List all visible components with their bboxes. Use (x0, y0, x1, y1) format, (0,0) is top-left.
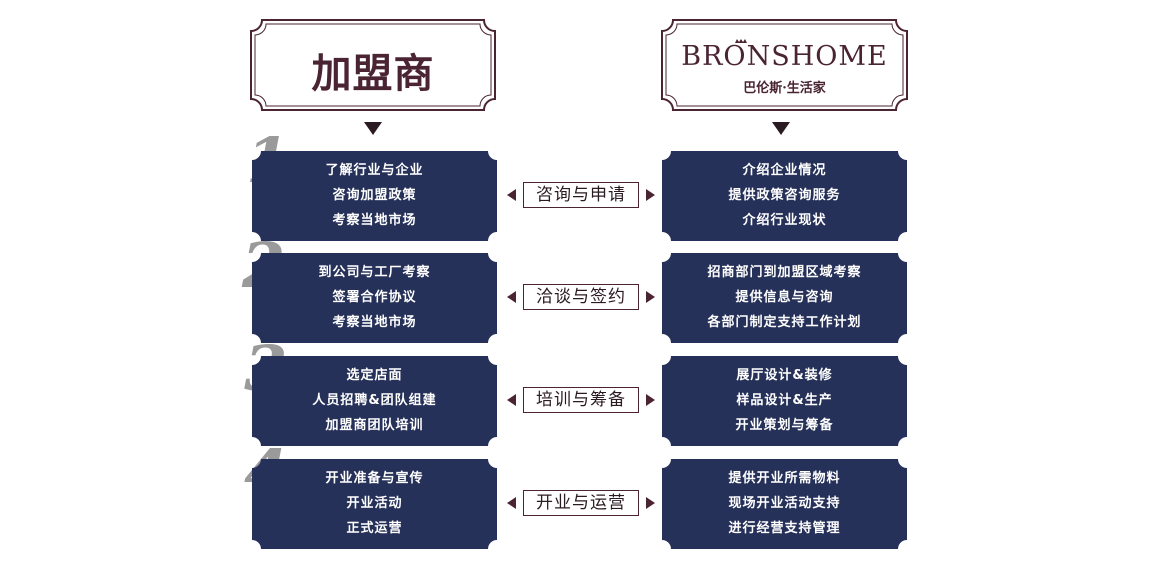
franchisee-steps-box: 开业准备与宣传开业活动正式运营 (252, 459, 497, 549)
stage-label: 洽谈与签约 (507, 284, 655, 310)
brand-header: BRONSHOME 巴伦斯·生活家 (661, 19, 908, 111)
arrow-down-icon (772, 122, 790, 135)
franchisee-steps-box: 到公司与工厂考察签署合作协议考察当地市场 (252, 253, 497, 343)
franchisee-steps-box: 了解行业与企业咨询加盟政策考察当地市场 (252, 151, 497, 241)
arrow-right-icon (646, 394, 655, 406)
brand-support-item: 介绍行业现状 (742, 213, 827, 229)
stage-label: 培训与筹备 (507, 387, 655, 413)
brand-support-item: 样品设计&生产 (736, 392, 833, 408)
brand-support-item: 展厅设计&装修 (736, 367, 833, 383)
header-frame-right (661, 19, 908, 111)
franchisee-step: 开业准备与宣传 (325, 470, 424, 486)
arrow-left-icon (507, 497, 516, 509)
stage-label: 开业与运营 (507, 490, 655, 516)
franchisee-step: 考察当地市场 (332, 213, 417, 229)
arrow-right-icon (646, 291, 655, 303)
arrow-left-icon (507, 189, 516, 201)
brand-support-item: 开业策划与筹备 (735, 418, 834, 434)
franchisee-step: 正式运营 (346, 521, 403, 537)
franchisee-step: 加盟商团队培训 (325, 418, 424, 434)
stage-label: 咨询与申请 (507, 182, 655, 208)
brand-support-box: 介绍企业情况提供政策咨询服务介绍行业现状 (662, 151, 907, 241)
stage-label-text: 培训与筹备 (523, 387, 639, 413)
arrow-right-icon (646, 189, 655, 201)
franchisee-step: 到公司与工厂考察 (318, 264, 431, 280)
brand-logo-text: BRONSHOME (681, 41, 888, 72)
franchisee-step: 了解行业与企业 (325, 162, 424, 178)
brand-support-box: 展厅设计&装修样品设计&生产开业策划与筹备 (662, 356, 907, 446)
brand-support-item: 介绍企业情况 (742, 162, 827, 178)
arrow-down-icon (364, 122, 382, 135)
brand-subtitle: 巴伦斯·生活家 (743, 81, 826, 96)
franchisee-step: 开业活动 (346, 495, 403, 511)
stage-label-text: 洽谈与签约 (523, 284, 639, 310)
franchisee-step: 签署合作协议 (332, 289, 417, 305)
brand-support-item: 现场开业活动支持 (728, 495, 841, 511)
arrow-right-icon (646, 497, 655, 509)
brand-support-item: 提供政策咨询服务 (728, 187, 841, 203)
brand-support-item: 各部门制定支持工作计划 (707, 315, 862, 331)
arrow-left-icon (507, 394, 516, 406)
brand-support-item: 进行经营支持管理 (728, 521, 841, 537)
brand-support-box: 招商部门到加盟区域考察提供信息与咨询各部门制定支持工作计划 (662, 253, 907, 343)
brand-support-item: 提供信息与咨询 (735, 289, 834, 305)
brand-support-item: 招商部门到加盟区域考察 (707, 264, 862, 280)
stage-label-text: 咨询与申请 (523, 182, 639, 208)
franchisee-step: 选定店面 (346, 367, 403, 383)
franchisee-steps-box: 选定店面人员招聘&团队组建加盟商团队培训 (252, 356, 497, 446)
franchisee-step: 咨询加盟政策 (332, 187, 417, 203)
franchisee-header: 加盟商 (250, 19, 496, 111)
arrow-left-icon (507, 291, 516, 303)
franchisee-step: 人员招聘&团队组建 (312, 392, 437, 408)
crown-icon (735, 39, 747, 43)
header-frame-left (250, 19, 496, 111)
stage-label-text: 开业与运营 (523, 490, 639, 516)
franchisee-step: 考察当地市场 (332, 315, 417, 331)
brand-support-item: 提供开业所需物料 (728, 470, 841, 486)
franchisee-title: 加盟商 (311, 50, 435, 97)
brand-support-box: 提供开业所需物料现场开业活动支持进行经营支持管理 (662, 459, 907, 549)
